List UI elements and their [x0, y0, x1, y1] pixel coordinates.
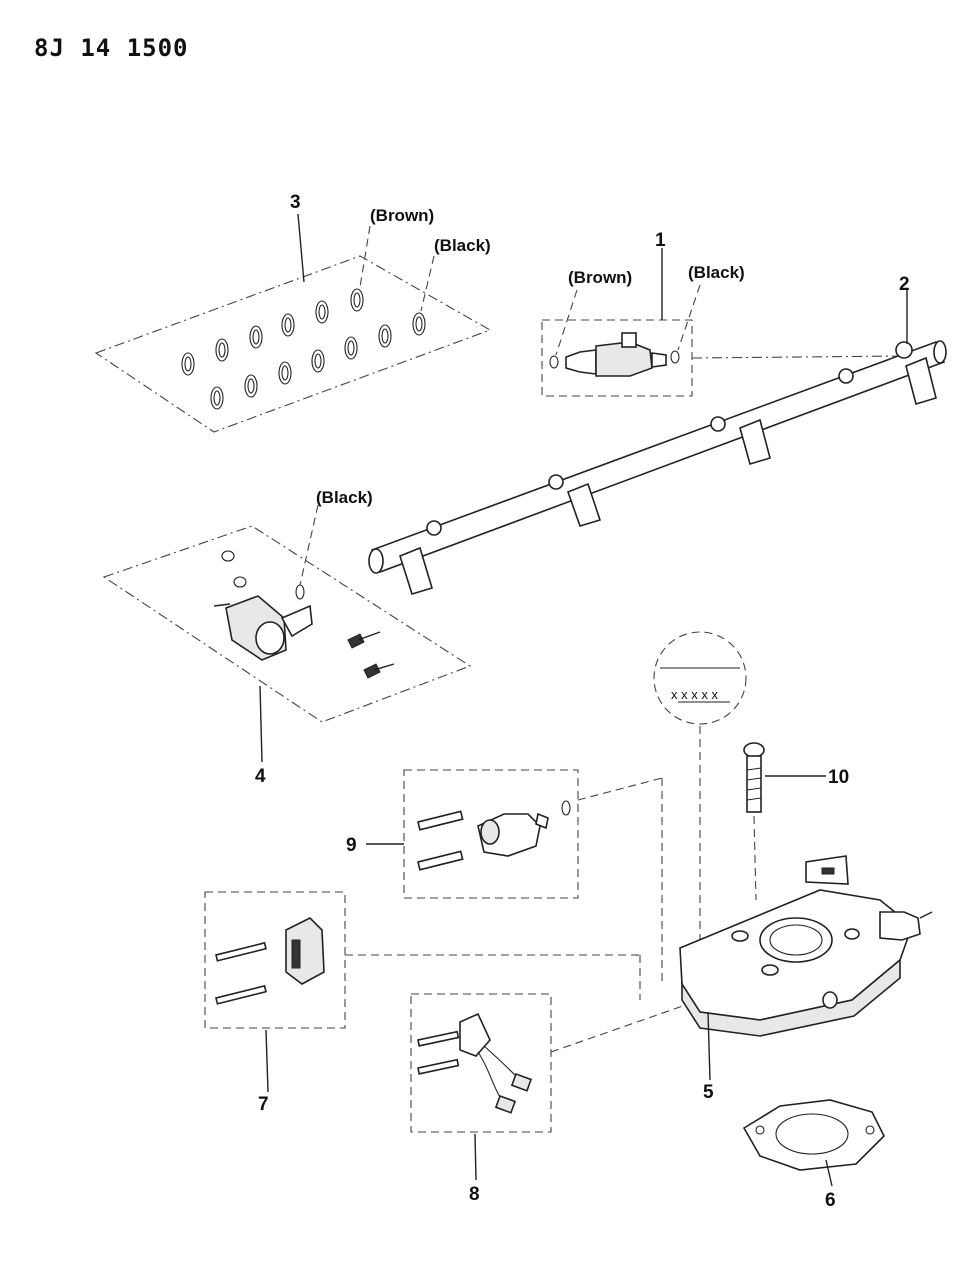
- harness-boundary: [410, 993, 552, 1133]
- connector-sensor: [215, 917, 325, 1005]
- callout-4: 4: [255, 766, 266, 787]
- callout-7: 7: [258, 1094, 269, 1115]
- callout-3: 3: [290, 192, 301, 213]
- oring-kit-brown-label: (Brown): [370, 206, 434, 225]
- callout-6: 6: [825, 1190, 836, 1211]
- fuel-rail: [368, 290, 947, 595]
- connector-boundary: [204, 891, 346, 1029]
- fuel-injector: [549, 332, 680, 377]
- pressure-regulator-group: [102, 504, 472, 763]
- callout-1: 1: [655, 230, 666, 251]
- fuel-injector-group: [541, 248, 906, 397]
- callout-10: 10: [828, 767, 849, 788]
- sensor: [417, 800, 571, 871]
- detail-circle: [653, 631, 747, 950]
- diagram-code: 8J 14 1500: [34, 34, 189, 62]
- harness-sensor: [417, 1012, 533, 1114]
- mounting-bolt: [743, 742, 826, 901]
- regulator-black-label: (Black): [316, 488, 373, 507]
- regulator-boundary: [102, 525, 472, 723]
- callout-2: 2: [899, 274, 910, 295]
- callout-8: 8: [469, 1184, 480, 1205]
- sensor-boundary: [403, 769, 579, 899]
- injector-black-label: (Black): [688, 263, 745, 282]
- oring-kit-boundary: [94, 255, 492, 433]
- sensor-group: [366, 769, 663, 985]
- oring-kit-black-label: (Black): [434, 236, 491, 255]
- detail-circle-text: x x x x x: [671, 687, 718, 702]
- gasket: [742, 1099, 885, 1187]
- throttle-body: [679, 855, 933, 1081]
- pressure-regulator: [213, 550, 395, 679]
- oring-kit: [94, 213, 492, 433]
- harness-sensor-group: [410, 993, 701, 1181]
- callout-9: 9: [346, 835, 357, 856]
- injector-brown-label: (Brown): [568, 268, 632, 287]
- connector-sensor-group: [204, 891, 641, 1093]
- callout-5: 5: [703, 1082, 714, 1103]
- oring-set: [181, 288, 426, 410]
